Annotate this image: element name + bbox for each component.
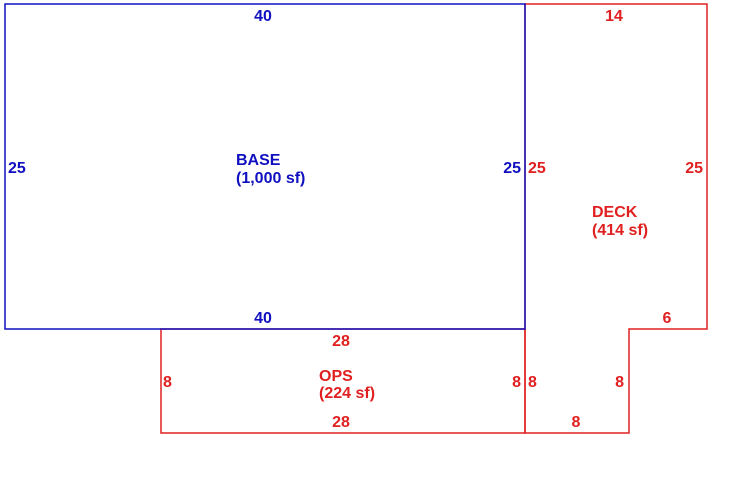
deck-step-dimension: 6 [663,310,672,327]
deck-area-name: DECK [592,204,638,221]
deck-notch-left-dimension: 8 [528,374,537,391]
deck-top-dimension: 14 [605,8,623,25]
ops-top-dimension: 28 [332,333,350,350]
ops-left-dimension: 8 [163,374,172,391]
deck-left-dimension: 25 [528,160,546,177]
base-right-dimension: 25 [503,160,521,177]
deck-area-size: (414 sf) [592,222,648,239]
ops-bottom-dimension: 28 [332,414,350,431]
deck-bottom-dimension: 8 [572,414,581,431]
ops-area-size: (224 sf) [319,385,375,402]
base-left-dimension: 25 [8,160,26,177]
base-top-dimension: 40 [254,8,272,25]
base-area-name: BASE [236,152,281,169]
base-bottom-dimension: 40 [254,310,272,327]
deck-notch-right-dimension: 8 [615,374,624,391]
ops-right-dimension: 8 [512,374,521,391]
deck-right-dimension: 25 [685,160,703,177]
ops-area-name: OPS [319,368,353,385]
base-area-size: (1,000 sf) [236,170,305,187]
base-outline [4,3,526,330]
